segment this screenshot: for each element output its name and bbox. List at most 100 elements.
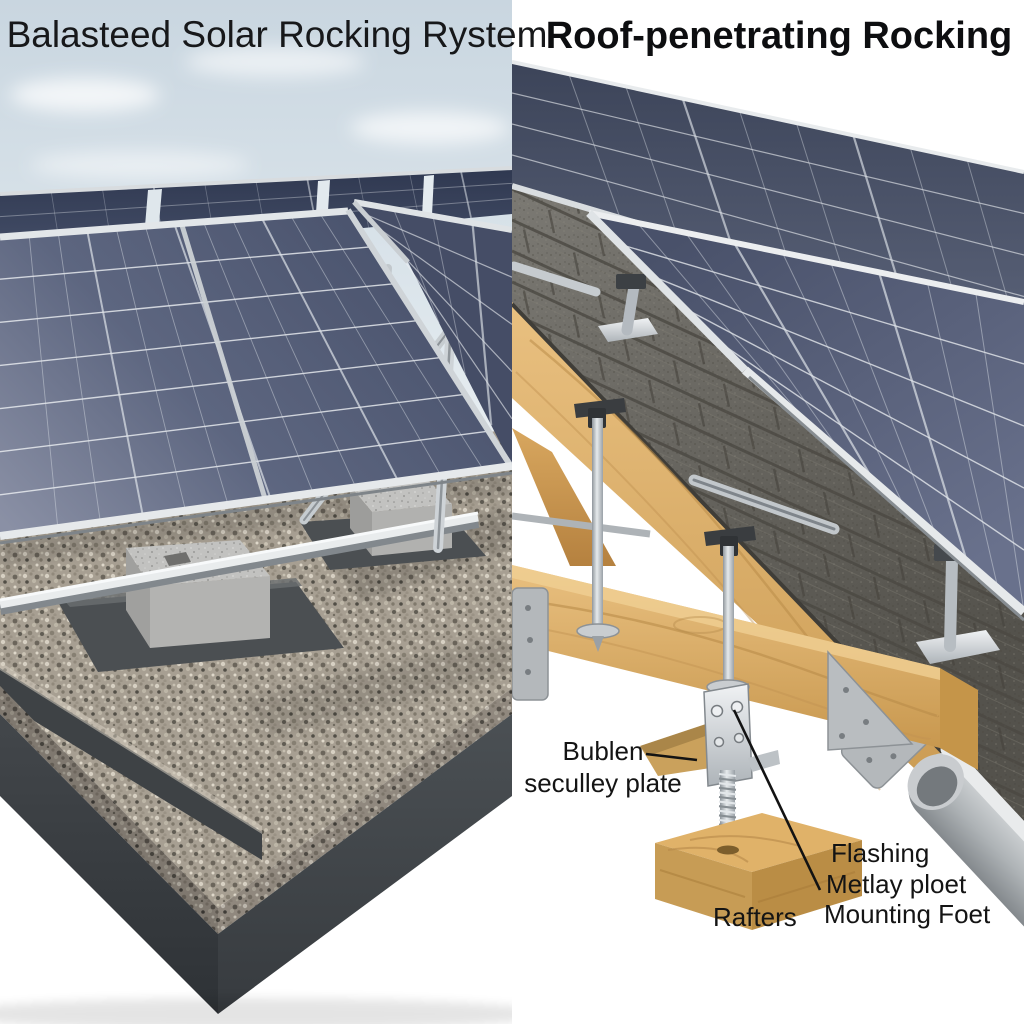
texture-line	[0, 430, 489, 496]
bracket-screw	[710, 704, 724, 718]
texture-line	[512, 92, 1024, 215]
texture-line	[697, 588, 706, 613]
gravel-edge-right	[218, 688, 512, 934]
texture-line	[620, 243, 1024, 365]
texture-line	[522, 539, 531, 563]
texture-line	[795, 122, 849, 286]
texture-line	[797, 573, 806, 597]
texture-line	[872, 576, 881, 601]
texture-line	[822, 553, 831, 578]
texture-line	[897, 557, 906, 581]
texture-line	[568, 74, 621, 219]
texture-line	[847, 596, 856, 620]
texture-line	[522, 291, 531, 315]
frame-bottom-lip	[748, 375, 1024, 622]
texture-line	[547, 209, 556, 234]
screw	[843, 687, 849, 693]
texture-line	[597, 232, 606, 257]
texture-line	[699, 961, 704, 984]
leader-line-bracket	[645, 752, 698, 762]
texture-line	[115, 227, 187, 513]
label-bracket-line1: Bublen	[562, 736, 644, 766]
texture-line	[318, 211, 486, 472]
texture-line	[975, 292, 1024, 613]
texture-line	[926, 282, 999, 590]
structure-shadow	[240, 636, 512, 738]
texture-line	[747, 426, 756, 450]
texture-line	[512, 123, 1024, 256]
roof-rails-and-standoffs	[512, 261, 1000, 664]
left-panel-title: Balasteed Solar Rocking Rystem	[6, 14, 548, 55]
texture-line	[289, 214, 443, 478]
screw	[525, 669, 531, 675]
texture-line	[572, 686, 581, 710]
texture-line	[597, 294, 606, 319]
texture-line	[877, 272, 969, 564]
texture-line	[718, 777, 737, 782]
standoff-post	[621, 280, 640, 336]
screw	[839, 733, 845, 739]
texture-line	[733, 242, 876, 483]
texture-line	[651, 275, 1024, 427]
block-front-left	[655, 843, 752, 930]
texture-line	[471, 222, 493, 426]
roof-rail	[512, 261, 601, 297]
gutter-rim	[940, 742, 1024, 966]
solar-array-rear-right	[352, 199, 512, 466]
solar-array-foreground	[0, 207, 512, 545]
screw	[525, 605, 531, 611]
texture-line	[0, 356, 442, 410]
washer	[576, 623, 620, 639]
cloud	[30, 151, 250, 179]
texture-line	[459, 170, 472, 219]
rail-clamp	[616, 274, 646, 289]
texture-line	[713, 338, 1024, 551]
hanger-bolt-rear	[574, 398, 626, 652]
panel-frame-bottom	[742, 366, 1024, 616]
texture-line	[522, 229, 531, 253]
roof-rail-shadow	[692, 478, 836, 531]
gravel-edge-shade	[0, 686, 218, 934]
texture-line	[718, 814, 737, 819]
right-scene-penetrating-system	[512, 60, 1024, 995]
texture-line	[772, 406, 781, 431]
array-frame-top	[0, 207, 349, 241]
bolt-tip	[592, 636, 604, 652]
texture-line	[622, 399, 631, 423]
texture-line	[718, 800, 737, 805]
texture-line	[572, 314, 581, 338]
texture-line	[636, 222, 813, 429]
texture-line	[682, 306, 1024, 489]
texture-line	[572, 810, 581, 834]
texture-line	[874, 949, 879, 972]
ballast-block-front	[150, 576, 270, 648]
block-front-right	[752, 840, 862, 930]
texture-line	[847, 782, 856, 806]
texture-line	[674, 919, 679, 942]
bolt-hole	[717, 845, 739, 855]
texture-line	[772, 530, 781, 555]
texture-line	[396, 249, 512, 420]
texture-line	[622, 709, 631, 733]
texture-line	[847, 472, 856, 496]
roof-membrane-face-left	[0, 714, 218, 1014]
texture-line	[718, 772, 737, 778]
texture-line	[847, 534, 856, 558]
texture-line	[722, 445, 731, 469]
texture-line	[547, 829, 556, 845]
texture-line	[622, 523, 631, 547]
gravel-edge-left	[0, 686, 218, 934]
texture-line	[0, 246, 372, 280]
gutter-cavity	[916, 766, 958, 807]
rafter-block	[655, 813, 862, 930]
texture-line	[647, 379, 656, 404]
bracket-screw	[713, 736, 725, 748]
texture-line	[0, 319, 419, 367]
texture-line	[231, 218, 358, 490]
texture-line	[718, 805, 737, 810]
texture-line	[797, 449, 806, 473]
label-mounting-foot: Mounting Foet	[824, 899, 991, 929]
cloud	[10, 78, 160, 112]
texture-line	[597, 356, 606, 381]
bolt-shaft	[723, 546, 734, 686]
